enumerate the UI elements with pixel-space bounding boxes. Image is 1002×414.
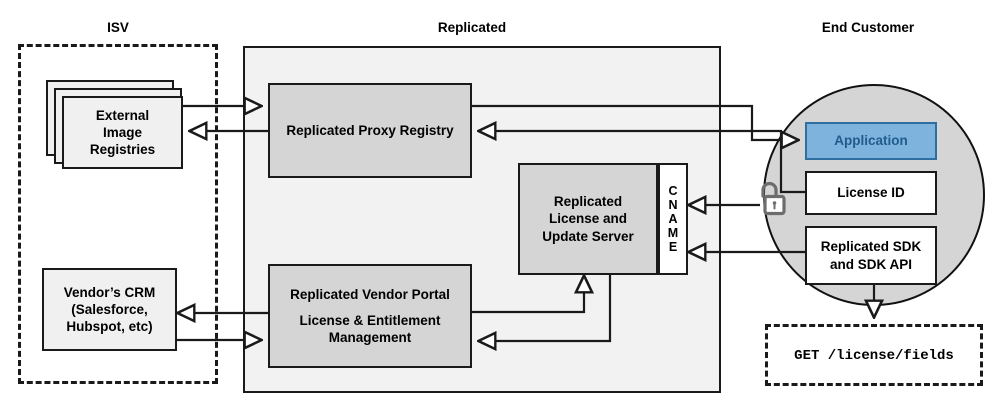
node-label-line-2: License & Entitlement [299,312,441,328]
node-label-line-3: Management [328,330,412,346]
edge-proxy-to-application [472,104,799,140]
node-label-line-1: External [95,107,150,123]
node-external-image-registries[interactable]: External Image Registries [62,96,183,169]
cname-letter-m: M [667,226,679,240]
cname-letter-a: A [668,212,678,226]
cname-letter-e: E [668,240,678,254]
isv-zone-boundary [18,44,218,384]
unlock-icon [761,181,786,216]
node-label-line-2: (Salesforce, [71,301,148,317]
node-application[interactable]: Application [805,122,937,160]
node-replicated-vendor-portal[interactable]: Replicated Vendor Portal License & Entit… [268,264,472,368]
node-label-line-1: Vendor’s CRM [63,284,156,300]
cname-letter-c: C [668,184,678,198]
edge-license-server-to-vendor-portal [478,275,612,341]
edge-application-to-proxy [478,131,805,194]
node-cname[interactable]: C N A M E [658,163,688,275]
zone-label-isv: ISV [107,20,129,35]
node-replicated-license-and-update-server[interactable]: Replicated License and Update Server [518,163,658,275]
node-vendors-crm[interactable]: Vendor’s CRM (Salesforce, Hubspot, etc) [42,268,177,351]
zone-label-replicated: Replicated [437,20,507,35]
zone-label-end-customer: End Customer [821,20,915,35]
node-label-line-2: and SDK API [829,256,912,272]
node-label-line-1: Application [834,133,908,149]
node-label-line-1: Replicated [553,194,623,210]
node-label-line-1: Replicated Vendor Portal [290,286,450,302]
node-label-line-2: License and [548,211,627,227]
node-replicated-sdk-and-sdk-api[interactable]: Replicated SDK and SDK API [805,226,937,285]
node-label-line-3: Registries [89,142,156,158]
node-label-line-1: Replicated Proxy Registry [286,122,454,138]
api-call-boundary [765,324,983,386]
label-spacer [290,303,450,312]
edge-vendor-portal-to-license-server [472,275,584,314]
node-license-id[interactable]: License ID [805,171,937,215]
node-label-line-1: License ID [837,185,905,201]
node-label-line-3: Hubspot, etc) [66,319,153,335]
cname-letter-n: N [668,198,678,212]
node-replicated-proxy-registry[interactable]: Replicated Proxy Registry [268,83,472,178]
node-label-line-2: Image [102,124,143,140]
node-label-line-1: Replicated SDK [820,239,922,255]
node-label-line-3: Update Server [542,228,634,244]
api-call-label: GET /license/fields [794,348,954,364]
